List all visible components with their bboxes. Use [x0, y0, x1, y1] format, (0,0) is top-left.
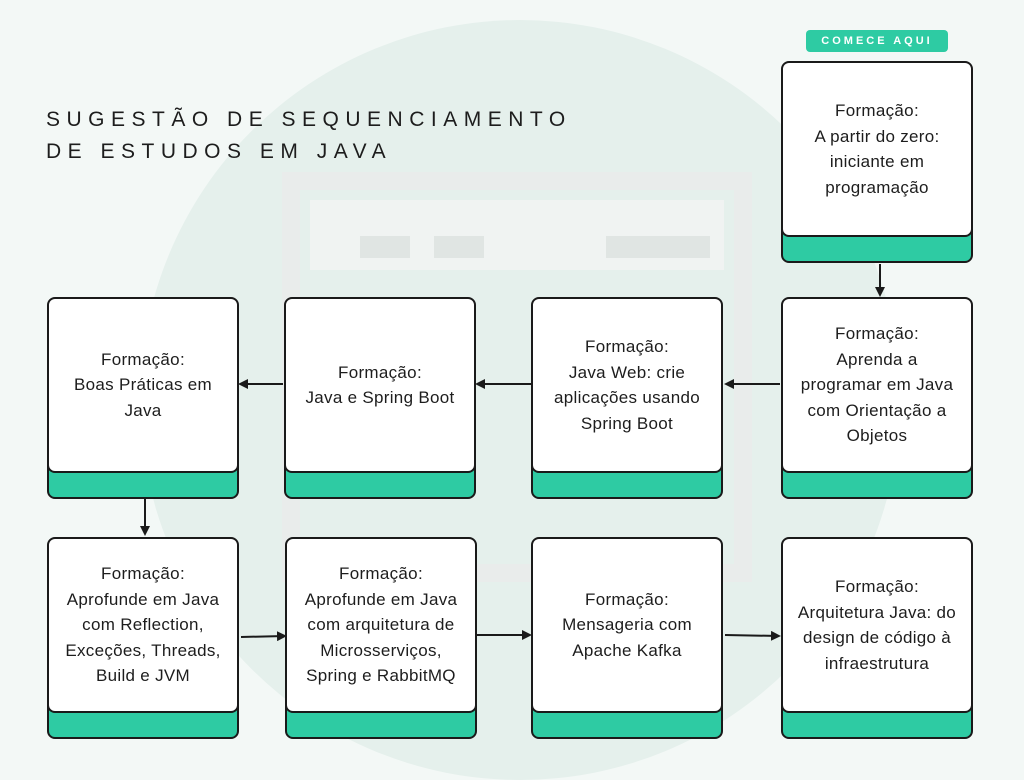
card-line: com Orientação a: [807, 400, 947, 420]
card-face: Formação: Java Web: crie aplicações usan…: [531, 297, 723, 473]
card-face: Formação: A partir do zero: iniciante em…: [781, 61, 973, 237]
card-line: Exceções, Threads,: [65, 640, 221, 660]
card-line: Formação:: [835, 577, 919, 596]
card-line: Formação:: [101, 564, 185, 584]
title-line-1: SUGESTÃO DE SEQUENCIAMENTO: [46, 108, 572, 131]
arrow-kafka-to-arq: [724, 630, 781, 641]
card-line: Aprenda a: [836, 349, 918, 369]
start-here-badge: COMECE AQUI: [806, 30, 948, 52]
card-web: Formação: Java Web: crie aplicações usan…: [531, 297, 723, 499]
card-line: A partir do zero:: [814, 126, 940, 146]
background-pill: [360, 236, 410, 258]
card-line: Formação:: [338, 362, 422, 382]
background-window-bar: [310, 200, 724, 270]
card-line: design de código à: [802, 628, 952, 647]
background-pill: [434, 236, 484, 258]
title-line-2: DE ESTUDOS EM JAVA: [46, 140, 393, 163]
card-zero: Formação: A partir do zero: iniciante em…: [781, 61, 973, 263]
card-face: Formação: Arquitetura Java: do design de…: [781, 537, 973, 713]
card-line: Aprofunde em Java: [304, 589, 458, 609]
card-face: Formação: Aprofunde em Java com Reflecti…: [47, 537, 239, 713]
card-line: Spring Boot: [580, 413, 674, 433]
card-line: Build e JVM: [95, 666, 190, 686]
card-face: Formação: Java e Spring Boot: [284, 297, 476, 473]
card-face: Formação: Mensageria com Apache Kafka: [531, 537, 723, 713]
page-title: SUGESTÃO DE SEQUENCIAMENTO DE ESTUDOS EM…: [46, 104, 572, 168]
card-line: programar em Java: [800, 375, 954, 395]
card-line: com arquitetura de: [307, 615, 455, 635]
background-pill: [606, 236, 710, 258]
card-line: Apache Kafka: [572, 640, 682, 660]
card-line: Java e Spring Boot: [305, 388, 455, 407]
card-arq: Formação: Arquitetura Java: do design de…: [781, 537, 973, 739]
card-line: Objetos: [846, 426, 908, 446]
card-line: aplicações usando: [554, 388, 700, 407]
background-window-graphic: [282, 172, 752, 582]
card-line: Formação:: [835, 324, 919, 344]
card-spring: Formação: Java e Spring Boot: [284, 297, 476, 499]
card-line: Formação:: [835, 101, 919, 120]
card-kafka: Formação: Mensageria com Apache Kafka: [531, 537, 723, 739]
card-face: Formação: Aprofunde em Java com arquitet…: [285, 537, 477, 713]
card-line: infraestrutura: [824, 653, 930, 673]
card-boas: Formação: Boas Práticas em Java: [47, 297, 239, 499]
background-circle: [140, 20, 900, 780]
arrow-reflection-to-micro: [240, 631, 287, 642]
card-line: Boas Práticas em: [73, 375, 213, 395]
card-line: Java Web: crie: [568, 362, 686, 382]
card-line: programação: [825, 177, 929, 197]
card-line: com Reflection,: [82, 615, 204, 635]
card-line: Microsserviços,: [320, 640, 442, 660]
card-line: iniciante em: [829, 152, 925, 171]
card-line: Spring e RabbitMQ: [306, 666, 456, 686]
card-line: Formação:: [585, 589, 669, 609]
card-line: Java: [124, 400, 162, 420]
card-line: Formação:: [339, 564, 423, 584]
card-line: Formação:: [585, 337, 669, 356]
card-micro: Formação: Aprofunde em Java com arquitet…: [285, 537, 477, 739]
card-line: Formação:: [101, 349, 185, 369]
card-face: Formação: Boas Práticas em Java: [47, 297, 239, 473]
card-reflection: Formação: Aprofunde em Java com Reflecti…: [47, 537, 239, 739]
card-line: Arquitetura Java: do: [797, 602, 957, 622]
card-oo: Formação: Aprenda a programar em Java co…: [781, 297, 973, 499]
card-face: Formação: Aprenda a programar em Java co…: [781, 297, 973, 473]
card-line: Aprofunde em Java: [66, 589, 220, 609]
card-line: Mensageria com: [562, 615, 692, 635]
